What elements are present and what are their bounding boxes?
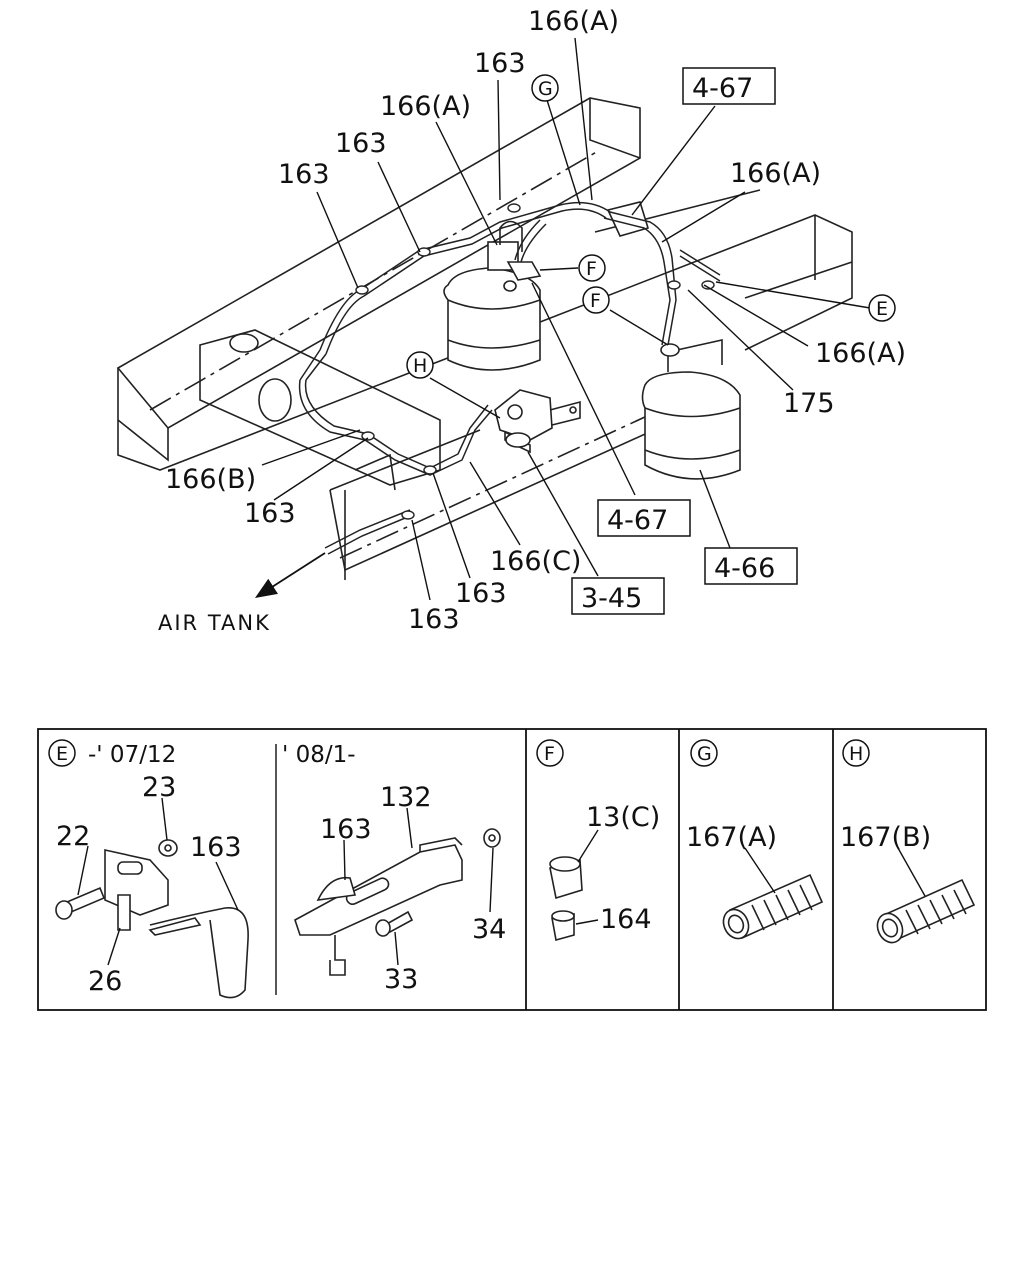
part-labels: 166(A) 163 166(A) 163 163 166(A) 166(A) …: [158, 6, 906, 635]
air-spring-right: [641, 339, 741, 480]
label-f-13c: 13(C): [586, 802, 660, 833]
air-tank-label: AIR TANK: [158, 611, 271, 635]
callout-g: G: [538, 78, 553, 100]
leveling-valve: [494, 389, 581, 454]
ref-466: 4-66: [714, 553, 775, 584]
ref-box-466: [704, 547, 798, 585]
ref-box-467-mid: [597, 499, 691, 537]
panel-h-leader: [897, 847, 926, 897]
label-166c: 166(C): [490, 546, 581, 577]
label-163-b: 163: [335, 128, 387, 159]
valve-block: [487, 220, 542, 292]
label-e-163a: 163: [190, 832, 242, 863]
ref-box-345: [571, 577, 665, 615]
panel-e-header-a: -' 07/12: [88, 742, 176, 768]
callouts: G F F E H: [406, 74, 896, 379]
panel-h-letter: H: [849, 743, 863, 765]
fitting-right: [606, 201, 680, 357]
air-tank-arrow: [254, 552, 326, 598]
panel-e-bracket-new: [294, 828, 501, 976]
label-e-163b: 163: [320, 814, 372, 845]
panel-e-leaders: [77, 797, 494, 966]
panel-e-bracket-old: [55, 839, 249, 999]
panel-e-labels: 23 22 163 26 132 163 34 33: [56, 772, 506, 997]
panel-f-leaders: [575, 829, 599, 925]
ref-345: 3-45: [581, 583, 642, 614]
label-166a-mid: 166(A): [380, 91, 471, 122]
label-163-c: 163: [278, 159, 330, 190]
panel-g-header: G: [690, 739, 718, 767]
label-163-top: 163: [474, 48, 526, 79]
panel-g-letter: G: [697, 743, 712, 765]
label-h-167b: 167(B): [840, 822, 931, 853]
label-166b: 166(B): [165, 464, 256, 495]
label-f-164: 164: [600, 904, 652, 935]
label-166a-top: 166(A): [528, 6, 619, 37]
label-163-d: 163: [244, 498, 296, 529]
reference-boxes: 4-67 4-67 4-66 3-45: [571, 67, 798, 615]
ref-467-mid: 4-67: [607, 505, 668, 536]
pipe-clips: [355, 203, 715, 520]
panel-f-letter: F: [544, 743, 555, 765]
ref-467-top: 4-67: [692, 73, 753, 104]
label-g-167a: 167(A): [686, 822, 777, 853]
label-e-22: 22: [56, 821, 90, 852]
label-166a-right: 166(A): [730, 158, 821, 189]
panel-e-header-b: ' 08/1-: [282, 742, 356, 768]
panel-g-leader: [744, 847, 776, 894]
label-163-f: 163: [408, 604, 460, 635]
label-e-33: 33: [384, 964, 418, 995]
panel-e-letter: E: [56, 743, 68, 765]
panel-f-parts: [549, 856, 583, 942]
callout-e: E: [876, 298, 888, 320]
label-166a-right2: 166(A): [815, 338, 906, 369]
panel-h-hose: [876, 878, 976, 944]
leader-lines: [261, 37, 871, 601]
label-e-132: 132: [380, 782, 432, 813]
panel-h-header: H: [842, 739, 870, 767]
label-e-34: 34: [472, 914, 506, 945]
label-163-e: 163: [455, 578, 507, 609]
air-spring-left: [443, 267, 541, 371]
label-e-23: 23: [142, 772, 176, 803]
panel-e-header: E: [48, 739, 76, 767]
panel-g-hose: [722, 873, 824, 940]
label-e-26: 26: [88, 966, 122, 997]
panel-f-header: F: [536, 739, 564, 767]
label-175: 175: [783, 388, 835, 419]
ref-box-467-top: [682, 67, 776, 105]
callout-f1: F: [586, 258, 597, 280]
callout-h: H: [413, 355, 427, 377]
detail-table: [37, 728, 987, 1011]
chassis-frame: [116, 97, 853, 580]
callout-f2: F: [590, 290, 601, 312]
